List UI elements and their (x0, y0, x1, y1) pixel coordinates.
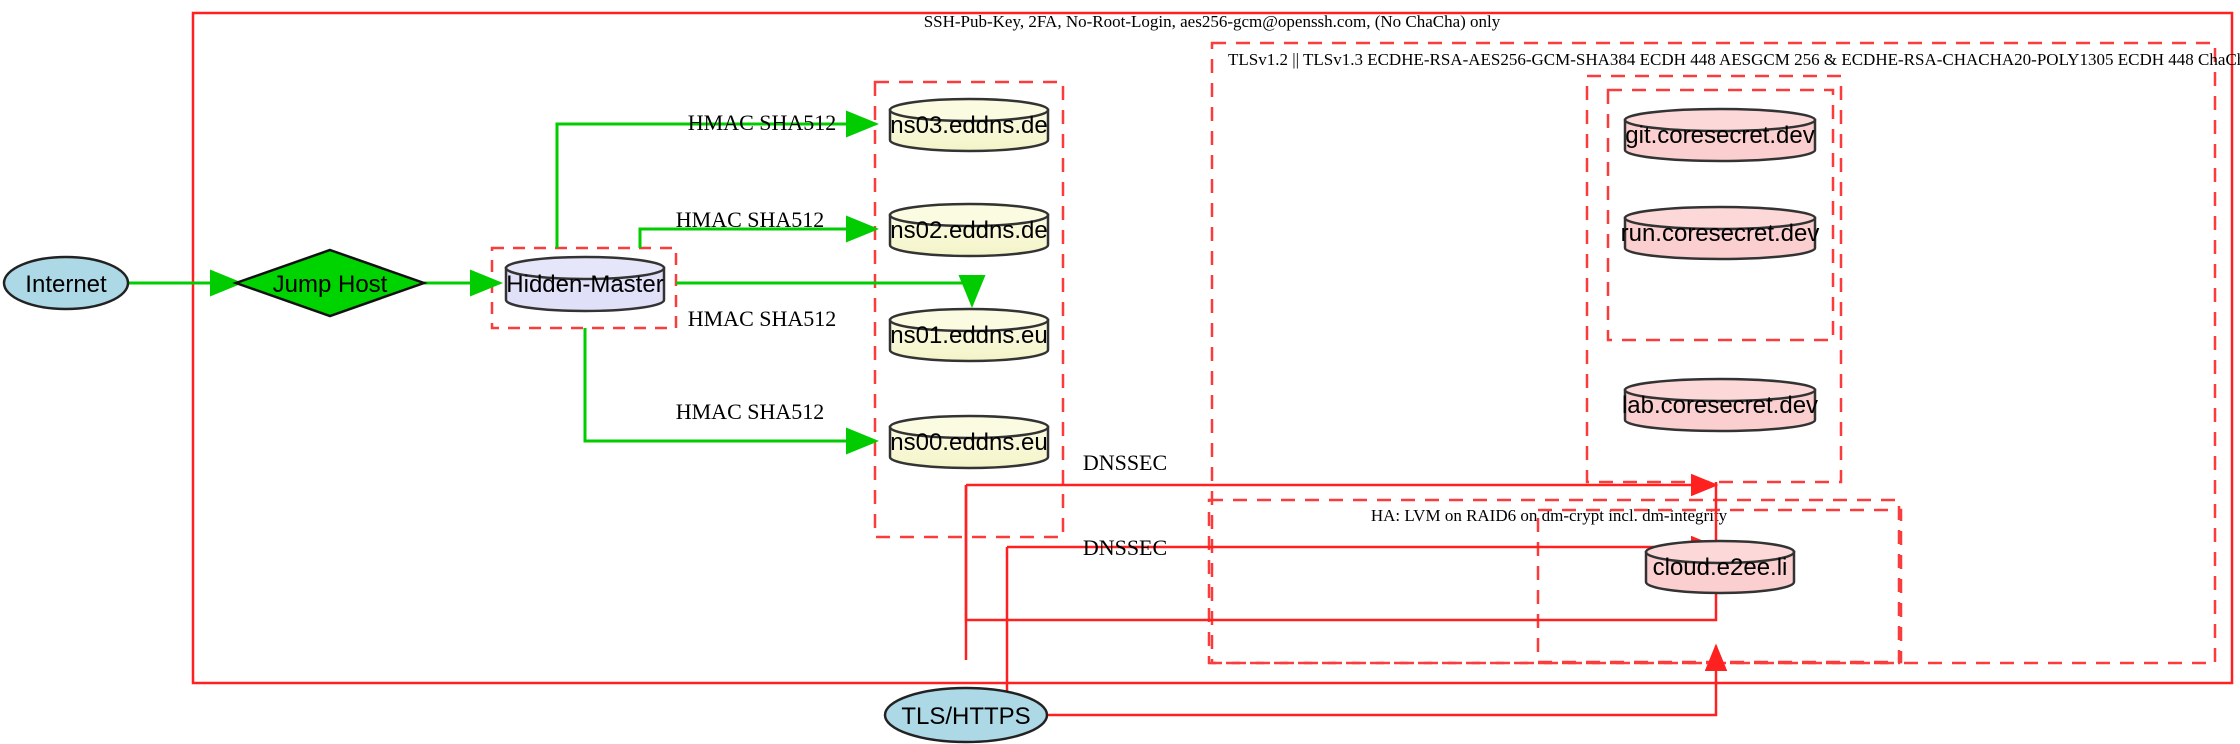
edge-label-hmac-ns00: HMAC SHA512 (676, 399, 825, 424)
node-hidden-master-label: Hidden-Master (506, 271, 663, 298)
edge-label-dnssec-upper: DNSSEC (1083, 450, 1167, 475)
node-run-label: run.coresecret.dev (1621, 220, 1820, 247)
ssh-boundary-box: SSH-Pub-Key, 2FA, No-Root-Login, aes256-… (191, 11, 2234, 685)
node-jump-host-label: Jump Host (273, 271, 388, 298)
node-ns02[interactable]: ns02.eddns.de (888, 202, 1050, 258)
edge-label-dnssec-lower: DNSSEC (1083, 535, 1167, 560)
node-cloud-label: cloud.e2ee.li (1653, 554, 1788, 581)
node-tls-https-label: TLS/HTTPS (901, 703, 1030, 730)
coresecret-boundary-box (1585, 74, 1843, 484)
edge-master-ns03 (555, 110, 879, 248)
node-internet[interactable]: Internet (2, 255, 130, 311)
node-ns02-label: ns02.eddns.de (890, 217, 1047, 244)
node-internet-label: Internet (25, 271, 107, 298)
node-lab-label: lab.coresecret.dev (1622, 392, 1818, 419)
node-tls-https[interactable]: TLS/HTTPS (883, 686, 1049, 744)
node-cloud-e2ee[interactable]: cloud.e2ee.li (1644, 539, 1796, 595)
edge-master-ns02 (638, 215, 879, 248)
node-hidden-master[interactable]: Hidden-Master (504, 255, 666, 313)
node-ns03[interactable]: ns03.eddns.de (888, 97, 1050, 153)
ha-boundary-box: HA: LVM on RAID6 on dm-crypt incl. dm-in… (1207, 498, 1901, 665)
node-ns01-label: ns01.eddns.eu (890, 322, 1047, 349)
edge-label-hmac-ns02: HMAC SHA512 (676, 207, 825, 232)
edge-label-hmac-ns01: HMAC SHA512 (688, 306, 837, 331)
node-lab-coresecret[interactable]: lab.coresecret.dev (1622, 377, 1818, 433)
edge-master-ns00 (583, 328, 879, 455)
node-jump-host[interactable]: Jump Host (232, 248, 428, 318)
ssh-boundary-label: SSH-Pub-Key, 2FA, No-Root-Login, aes256-… (924, 12, 1501, 31)
ns-boundary-box (873, 80, 1065, 539)
edge-tls-to-cloud (1047, 643, 1728, 717)
node-ns03-label: ns03.eddns.de (890, 112, 1047, 139)
node-ns00-label: ns00.eddns.eu (890, 429, 1047, 456)
tls-boundary-label: TLSv1.2 || TLSv1.3 ECDHE-RSA-AES256-GCM-… (1228, 50, 2240, 69)
edge-label-hmac-ns03: HMAC SHA512 (688, 110, 837, 135)
node-ns01[interactable]: ns01.eddns.eu (888, 307, 1050, 363)
gitrun-boundary-box (1606, 88, 1835, 342)
edge-dnssec-upper-stub (964, 482, 1718, 622)
node-git-label: git.coresecret.dev (1625, 122, 1814, 149)
node-ns00[interactable]: ns00.eddns.eu (888, 414, 1050, 470)
node-run-coresecret[interactable]: run.coresecret.dev (1621, 205, 1820, 261)
edge-master-ns01 (676, 275, 986, 308)
node-git-coresecret[interactable]: git.coresecret.dev (1623, 107, 1817, 163)
